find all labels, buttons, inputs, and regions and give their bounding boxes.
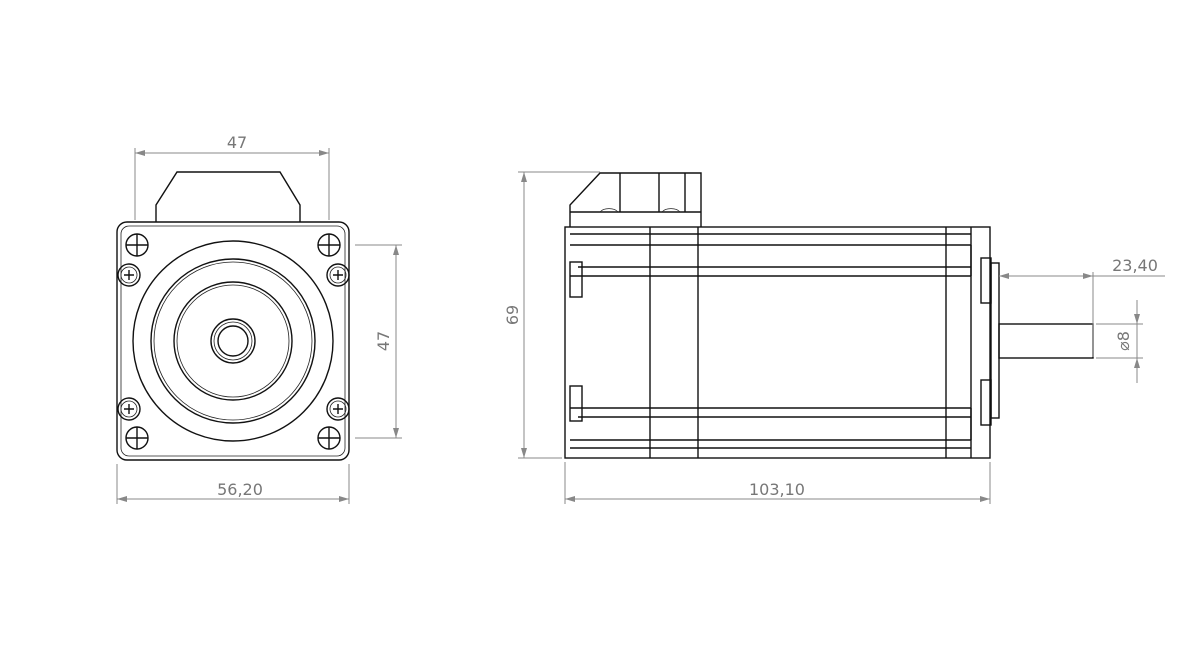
dim-label: 47 (227, 133, 247, 152)
dimension-shaft-diameter: ⌀8 (1096, 300, 1143, 383)
connector-box (569, 172, 702, 227)
shaft-hub (210, 318, 256, 364)
screw-icon (117, 263, 141, 287)
dim-label: 23,40 (1112, 256, 1158, 275)
hole-icon (125, 233, 149, 257)
outer-boss (132, 240, 334, 442)
dimension-length: 103,10 (564, 462, 991, 504)
front-body (116, 221, 350, 461)
screws (117, 263, 350, 421)
hole-icon (125, 426, 149, 450)
dim-label: 69 (503, 305, 522, 325)
front-view: 47 47 56,20 (116, 133, 402, 504)
connector-outline (155, 171, 301, 222)
dimension-body-width: 56,20 (116, 464, 350, 504)
dim-label: 56,20 (217, 480, 263, 499)
screw-icon (326, 397, 350, 421)
side-body (564, 226, 991, 459)
shaft-end (217, 325, 249, 357)
dim-label: 103,10 (749, 480, 805, 499)
dimension-hole-spacing: 47 (355, 244, 402, 439)
mounting-holes (125, 233, 341, 450)
shaft (998, 323, 1094, 359)
screw-icon (117, 397, 141, 421)
side-view: 69 103,10 23,40 ⌀8 (503, 171, 1165, 504)
dimension-connector-width: 47 (134, 133, 330, 220)
dimension-height: 69 (503, 171, 600, 459)
dim-label: 47 (374, 331, 393, 351)
dimension-shaft-length: 23,40 (999, 256, 1165, 357)
screw-icon (326, 263, 350, 287)
dim-label: ⌀8 (1114, 331, 1133, 351)
hole-icon (317, 233, 341, 257)
hole-icon (317, 426, 341, 450)
flange-plate (990, 262, 1000, 419)
